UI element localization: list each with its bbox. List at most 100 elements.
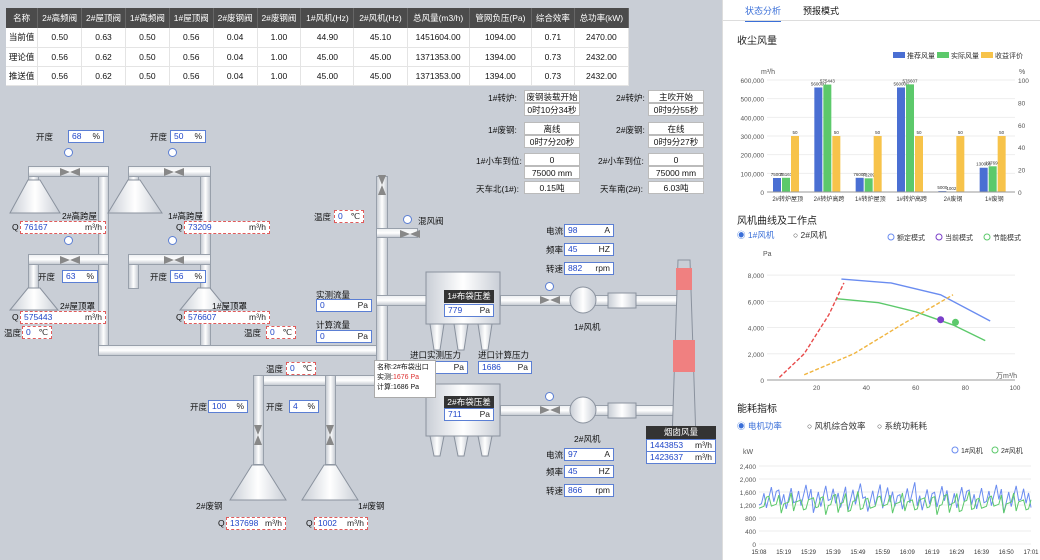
table-cell: 2470.00: [574, 28, 630, 48]
y-tick-label: 300,000: [741, 134, 765, 141]
x-tick-label: 2#转炉屋顶: [772, 195, 803, 203]
y-tick-label: 1,200: [740, 503, 757, 510]
measured-flow-label: 实测流量: [316, 290, 351, 300]
opening-label: 开度: [150, 272, 168, 282]
x-tick-label: 15:29: [801, 550, 817, 556]
y-tick-label: 0: [752, 542, 756, 549]
legend-swatch: [991, 446, 999, 454]
legend-swatch: [951, 446, 959, 454]
bar: [915, 136, 923, 192]
mix-valve-label: 混风阀: [418, 216, 444, 226]
energy-radio-sys[interactable]: ○ 系统功耗耗: [877, 421, 928, 431]
tab-forecast-mode[interactable]: 预报模式: [803, 6, 840, 16]
legend-label: 收益评价: [995, 51, 1023, 60]
table-cell: 45.10: [353, 28, 408, 48]
bar: [997, 136, 1006, 192]
energy-radio-eff[interactable]: ○ 风机综合效率: [807, 421, 866, 431]
y-tick-label: 2,000: [740, 477, 757, 484]
bag1-diff-label: 1#布袋压差: [444, 290, 494, 303]
flow-label: Q: [306, 518, 313, 528]
opening-value: 100%: [208, 400, 248, 413]
table-cell: 0.63: [81, 28, 126, 48]
status-time: 0时9分55秒: [648, 103, 704, 116]
tab-status-analysis[interactable]: 状态分析: [745, 4, 782, 22]
table-cell: 2432.00: [574, 66, 630, 86]
energy-radio-motor[interactable]: ◉ 电机功率: [737, 421, 782, 431]
bar: [791, 136, 799, 192]
work-point: [937, 316, 945, 324]
bar: [979, 167, 988, 192]
current-label: 电流: [546, 450, 564, 460]
col-header: 总风量(m3/h): [407, 8, 470, 28]
valve-actuator-icon[interactable]: [403, 215, 412, 224]
axis-unit: m³/h: [761, 69, 775, 76]
hood-label: 2#高跨屋: [62, 211, 97, 221]
fan2-radio[interactable]: ○ 2#风机: [793, 230, 827, 240]
y-tick-label: 400: [745, 529, 756, 536]
flow-label: Q: [12, 222, 19, 232]
valve-actuator-icon[interactable]: [64, 236, 73, 245]
freq-label: 频率: [546, 245, 564, 255]
status-value: 75000 mm: [524, 166, 580, 179]
valve-actuator-icon[interactable]: [168, 236, 177, 245]
x-tick-label: 20: [813, 385, 821, 392]
bar: [897, 87, 905, 192]
table-cell: 推送值: [6, 66, 39, 86]
table-cell: 45.00: [353, 47, 408, 67]
legend-label: 当前模式: [945, 233, 973, 242]
x-tick-label: 17:01: [1023, 550, 1039, 556]
work-point: [951, 318, 959, 326]
bar: [773, 178, 781, 192]
table-cell: 0.50: [125, 66, 170, 86]
y2-tick-label: 40: [1018, 145, 1026, 152]
opening-label: 开度: [38, 272, 56, 282]
bar-value: 1002: [946, 186, 957, 191]
table-cell: 0.62: [81, 66, 126, 86]
status-time: 0时9分27秒: [648, 135, 704, 148]
x-tick-label: 100: [1010, 385, 1021, 392]
valve-actuator-icon[interactable]: [168, 148, 177, 157]
bar: [906, 84, 914, 192]
x-tick-label: 16:19: [925, 550, 941, 556]
table-cell: 0.56: [37, 47, 83, 67]
table-cell: 0.50: [125, 28, 170, 48]
table-cell: 0.04: [213, 47, 258, 67]
bar-value: 575443: [820, 79, 836, 84]
col-header: 1#屋顶阀: [169, 8, 214, 28]
opening-value: 68%: [68, 130, 104, 143]
valve-actuator-icon[interactable]: [545, 282, 554, 291]
fan1-label: 1#风机: [574, 322, 601, 332]
x-tick-label: 2#废钢: [944, 195, 963, 203]
valve-actuator-icon[interactable]: [545, 392, 554, 401]
x-tick-label: 15:08: [751, 550, 767, 556]
section-title: 风机曲线及工作点: [737, 216, 817, 227]
valve-actuator-icon[interactable]: [64, 148, 73, 157]
current-label: 电流: [546, 226, 564, 236]
status-value: 主吹开始: [648, 90, 704, 103]
fan1-radio[interactable]: ◉ 1#风机: [737, 230, 775, 240]
status-label: 2#小车到位:: [598, 156, 644, 166]
x-tick-label: 16:50: [999, 550, 1015, 556]
bar-value: 50: [792, 130, 798, 135]
opening-value: 56%: [170, 270, 206, 283]
col-header: 名称: [6, 8, 39, 28]
series-line: [758, 482, 1032, 513]
x-tick-label: 1#转炉高跨: [896, 195, 927, 203]
y2-tick-label: 0: [1018, 190, 1022, 197]
bar-value: 130000: [976, 162, 992, 167]
table-cell: 1.00: [257, 66, 302, 86]
opening-label: 开度: [266, 402, 284, 412]
bar: [855, 177, 864, 192]
